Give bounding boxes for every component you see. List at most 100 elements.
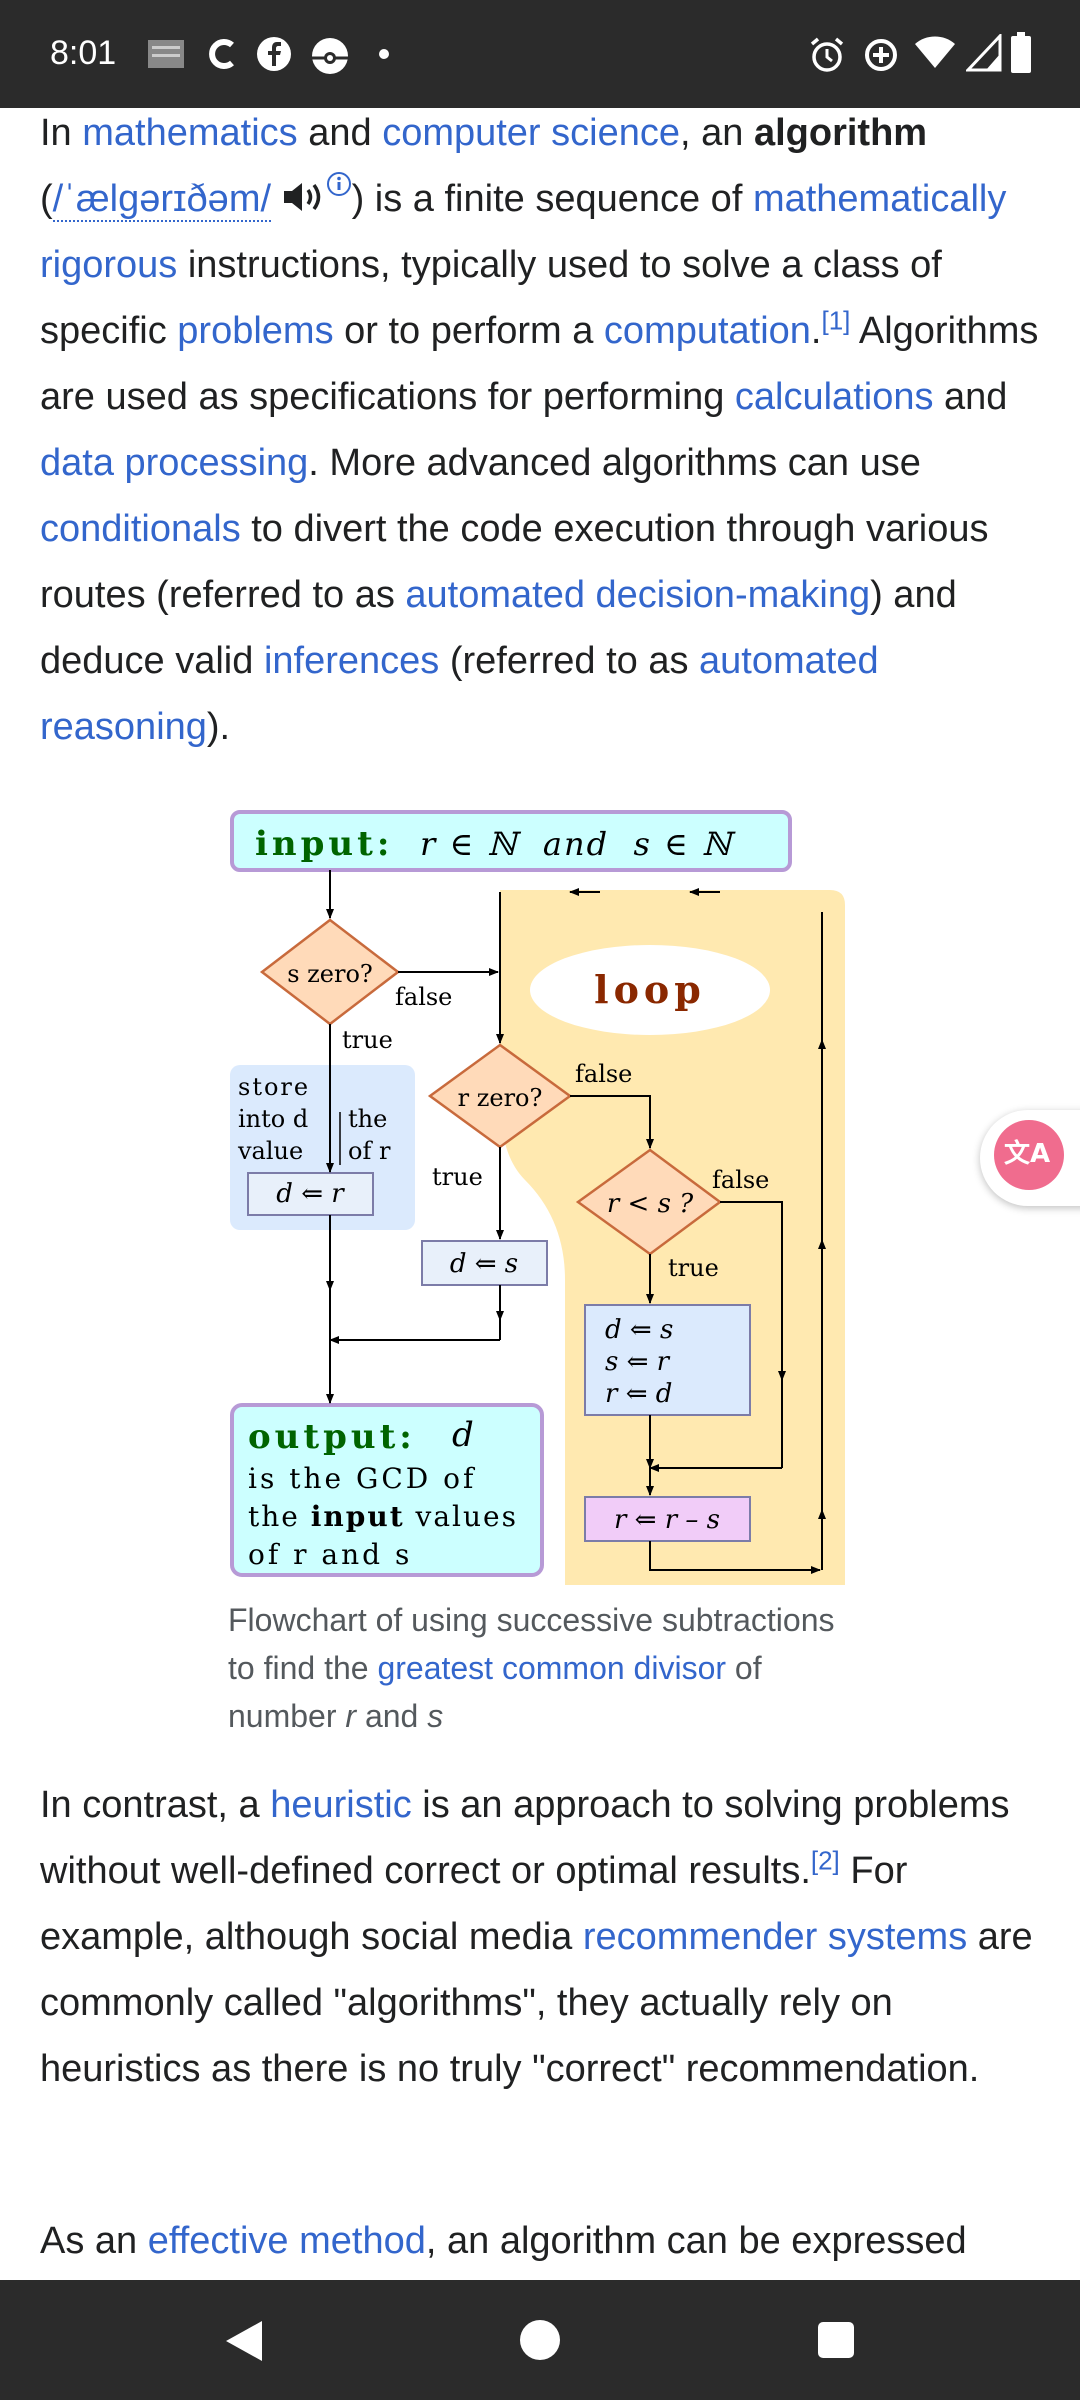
- notification-icon: [148, 40, 184, 68]
- text: instructions, typically used to solve a …: [40, 244, 942, 352]
- text: In: [40, 112, 83, 154]
- text: , an algorithm can be expressed: [425, 2220, 967, 2262]
- link-effective-method[interactable]: effective method: [147, 2220, 426, 2262]
- link-heuristic[interactable]: heuristic: [270, 1784, 412, 1826]
- link-conditionals[interactable]: conditionals: [40, 508, 241, 550]
- wifi-icon: [915, 36, 955, 68]
- link-computer-science[interactable]: computer science: [382, 112, 680, 154]
- home-icon[interactable]: [518, 2318, 562, 2362]
- flow-connectors: [326, 870, 826, 1574]
- term-algorithm: algorithm: [753, 112, 928, 154]
- output-variable: d: [452, 1415, 474, 1455]
- output-line2: is the GCD of: [248, 1462, 476, 1495]
- ipa-pronunciation[interactable]: /ˈælɡərɪðəm/: [52, 178, 272, 222]
- text: and: [933, 376, 1008, 418]
- assign-d-s: d ⇐ s: [450, 1249, 518, 1279]
- translate-icon: 文A: [1004, 1138, 1050, 1169]
- svg-text:文A: 文A: [1004, 1138, 1050, 1169]
- store-text-line3a: value: [237, 1137, 303, 1165]
- input-keyword: input:: [255, 824, 393, 864]
- text: For example, although social media: [40, 1850, 908, 1958]
- text: .: [810, 310, 822, 352]
- loop-label: loop: [594, 967, 706, 1012]
- output-line3: the input values: [248, 1500, 518, 1533]
- swap-line3: r ⇐ d: [605, 1379, 672, 1409]
- back-icon[interactable]: [222, 2318, 266, 2364]
- swap-line1: d ⇐ s: [605, 1315, 673, 1345]
- output-line4: of r and s: [248, 1538, 412, 1571]
- status-bar: 8:01: [0, 0, 1080, 108]
- effective-method-paragraph: As an effective method, an algorithm can…: [40, 2208, 1040, 2274]
- navigation-bar: [0, 2280, 1080, 2400]
- link-mathematics[interactable]: mathematics: [82, 112, 298, 154]
- link-greatest-common-divisor[interactable]: greatest common divisor: [377, 1650, 727, 1686]
- info-icon[interactable]: [326, 171, 352, 197]
- intro-paragraph: In mathematics and computer science, an …: [40, 100, 1040, 760]
- var-r: r: [345, 1698, 357, 1734]
- assign-d-r: d ⇐ r: [276, 1179, 345, 1209]
- label-true: true: [342, 1026, 393, 1054]
- link-problems[interactable]: problems: [177, 310, 334, 352]
- swap-line2: s ⇐ r: [605, 1347, 671, 1377]
- text: (: [40, 178, 53, 220]
- decision-r-lt-s-label: r < s ?: [607, 1189, 694, 1219]
- decision-r-zero-label: r zero?: [458, 1084, 543, 1112]
- input-box: [230, 810, 792, 872]
- reference-1[interactable]: [1]: [821, 305, 851, 336]
- subtract-r-s: r ⇐ r – s: [614, 1505, 720, 1535]
- var-s: s: [427, 1698, 444, 1734]
- text: Flowchart of using successive subtractio…: [228, 1602, 835, 1686]
- clock: 8:01: [50, 34, 117, 72]
- link-computation[interactable]: computation: [603, 310, 811, 352]
- text: ) and deduce valid: [40, 574, 957, 682]
- input-expression: r ∈ ℕ and s ∈ ℕ: [420, 825, 736, 863]
- text: of number: [228, 1650, 762, 1734]
- output-box: [230, 1403, 544, 1577]
- store-text-line2a: into d: [238, 1105, 308, 1133]
- reference-2[interactable]: [2]: [810, 1845, 840, 1876]
- text: are commonly called "algorithms", they a…: [40, 1916, 1033, 2090]
- text: is an approach to solving problems witho…: [40, 1784, 1010, 1892]
- figure-caption: Flowchart of using successive subtractio…: [228, 1596, 868, 1740]
- pokeball-icon: [312, 38, 348, 74]
- assign-d-r-box: [247, 1172, 374, 1216]
- text: ).: [206, 706, 231, 748]
- loop-label-ellipse: [530, 945, 770, 1035]
- facebook-icon: [257, 37, 291, 71]
- assign-d-s-box: [421, 1240, 548, 1286]
- link-mathematically-rigorous[interactable]: mathematically rigorous: [40, 178, 1007, 286]
- link-automated-decision-making[interactable]: automated decision-making: [405, 574, 871, 616]
- label-false: false: [395, 983, 452, 1011]
- text: (referred to as: [439, 640, 700, 682]
- alarm-icon: [810, 37, 844, 72]
- link-automated-reasoning[interactable]: automated reasoning: [40, 640, 879, 748]
- swap-box: [584, 1304, 751, 1416]
- translate-button[interactable]: 文A: [980, 1110, 1080, 1206]
- text: In contrast, a: [40, 1784, 271, 1826]
- link-data-processing[interactable]: data processing: [40, 442, 309, 484]
- link-recommender-systems[interactable]: recommender systems: [582, 1916, 968, 1958]
- text: . More advanced algorithms can use: [308, 442, 921, 484]
- decision-s-zero-label: s zero?: [287, 960, 373, 988]
- heuristic-paragraph: In contrast, a heuristic is an approach …: [40, 1772, 1040, 2102]
- data-saver-icon: [865, 39, 897, 71]
- text: to divert the code execution through var…: [40, 508, 989, 616]
- link-inferences[interactable]: inferences: [263, 640, 440, 682]
- store-text-line1: store: [238, 1073, 310, 1101]
- text: , an: [680, 112, 754, 154]
- speaker-icon[interactable]: [282, 179, 326, 215]
- label-false: false: [712, 1166, 769, 1194]
- subtract-box: [584, 1496, 751, 1542]
- signal-icon: [966, 34, 1002, 72]
- label-true: true: [432, 1163, 483, 1191]
- gcd-flowchart[interactable]: loop input: r ∈ ℕ and s ∈ ℕ s zero? r ze…: [220, 800, 860, 1590]
- text: As an: [40, 2220, 148, 2262]
- link-calculations[interactable]: calculations: [734, 376, 934, 418]
- text: ) is a finite sequence of: [351, 178, 753, 220]
- translate-icon-bg: [994, 1120, 1064, 1190]
- text: Algorithms are used as specifications fo…: [40, 310, 1039, 418]
- recents-icon[interactable]: [816, 2320, 856, 2360]
- store-text-line2b: the: [348, 1105, 387, 1133]
- text: or to perform a: [333, 310, 604, 352]
- label-false: false: [575, 1060, 632, 1088]
